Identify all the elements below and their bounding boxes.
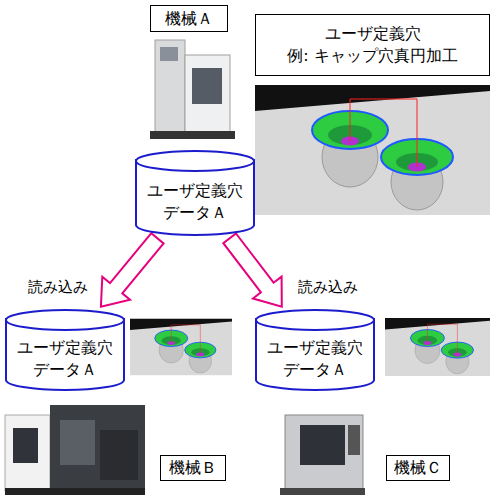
machine-window <box>100 430 138 480</box>
database-cylinder: ユーザ定義穴 データＡ <box>5 309 125 391</box>
machine-body <box>50 405 145 491</box>
machine-label: 機械Ｂ <box>160 455 226 481</box>
machine-body <box>185 55 230 132</box>
hole-render <box>130 319 232 375</box>
machine-body <box>285 415 363 489</box>
machine-base <box>280 488 365 495</box>
machine-window <box>300 425 345 465</box>
machine-a-photo <box>150 40 235 139</box>
node-text: ユーザ定義穴 データＡ <box>260 337 370 380</box>
database-cylinder: ユーザ定義穴 データＡ <box>135 150 255 236</box>
cylinder-top <box>136 151 254 171</box>
node-text: ユーザ定義穴 <box>325 23 421 45</box>
node-text: ユーザ定義穴 データＡ <box>10 337 120 380</box>
machine-c-photo <box>280 415 365 495</box>
hole-render <box>385 318 490 376</box>
note-box: ユーザ定義穴例: キャップ穴真円加工 <box>255 14 490 76</box>
machine-panel <box>348 425 360 455</box>
machine-base <box>5 488 145 495</box>
machine-column <box>155 40 185 132</box>
machine-window <box>192 68 222 104</box>
node-text: 機械Ａ <box>165 8 213 30</box>
machine-label: 機械Ａ <box>150 5 228 32</box>
machine-panel <box>13 428 38 463</box>
node-text: 機械Ｃ <box>394 457 442 479</box>
cylinder-top <box>256 310 374 330</box>
block-arrow <box>101 233 164 307</box>
node-text: ユーザ定義穴 データＡ <box>140 180 250 223</box>
machine-cabinet <box>5 415 50 491</box>
edge-label: 読み込み <box>298 278 358 296</box>
node-text: 機械Ｂ <box>169 457 217 479</box>
hole-render <box>255 85 490 215</box>
cylinder-top <box>6 310 124 330</box>
machine-b-photo <box>5 405 145 495</box>
machine-door <box>60 420 95 465</box>
block-arrow <box>223 234 281 307</box>
edge-label: 読み込み <box>28 278 88 296</box>
node-text: 例: キャップ穴真円加工 <box>287 45 457 67</box>
machine-label: 機械Ｃ <box>386 455 450 481</box>
machine-panel <box>160 47 178 61</box>
machine-base <box>150 131 235 139</box>
database-cylinder: ユーザ定義穴 データＡ <box>255 309 375 391</box>
